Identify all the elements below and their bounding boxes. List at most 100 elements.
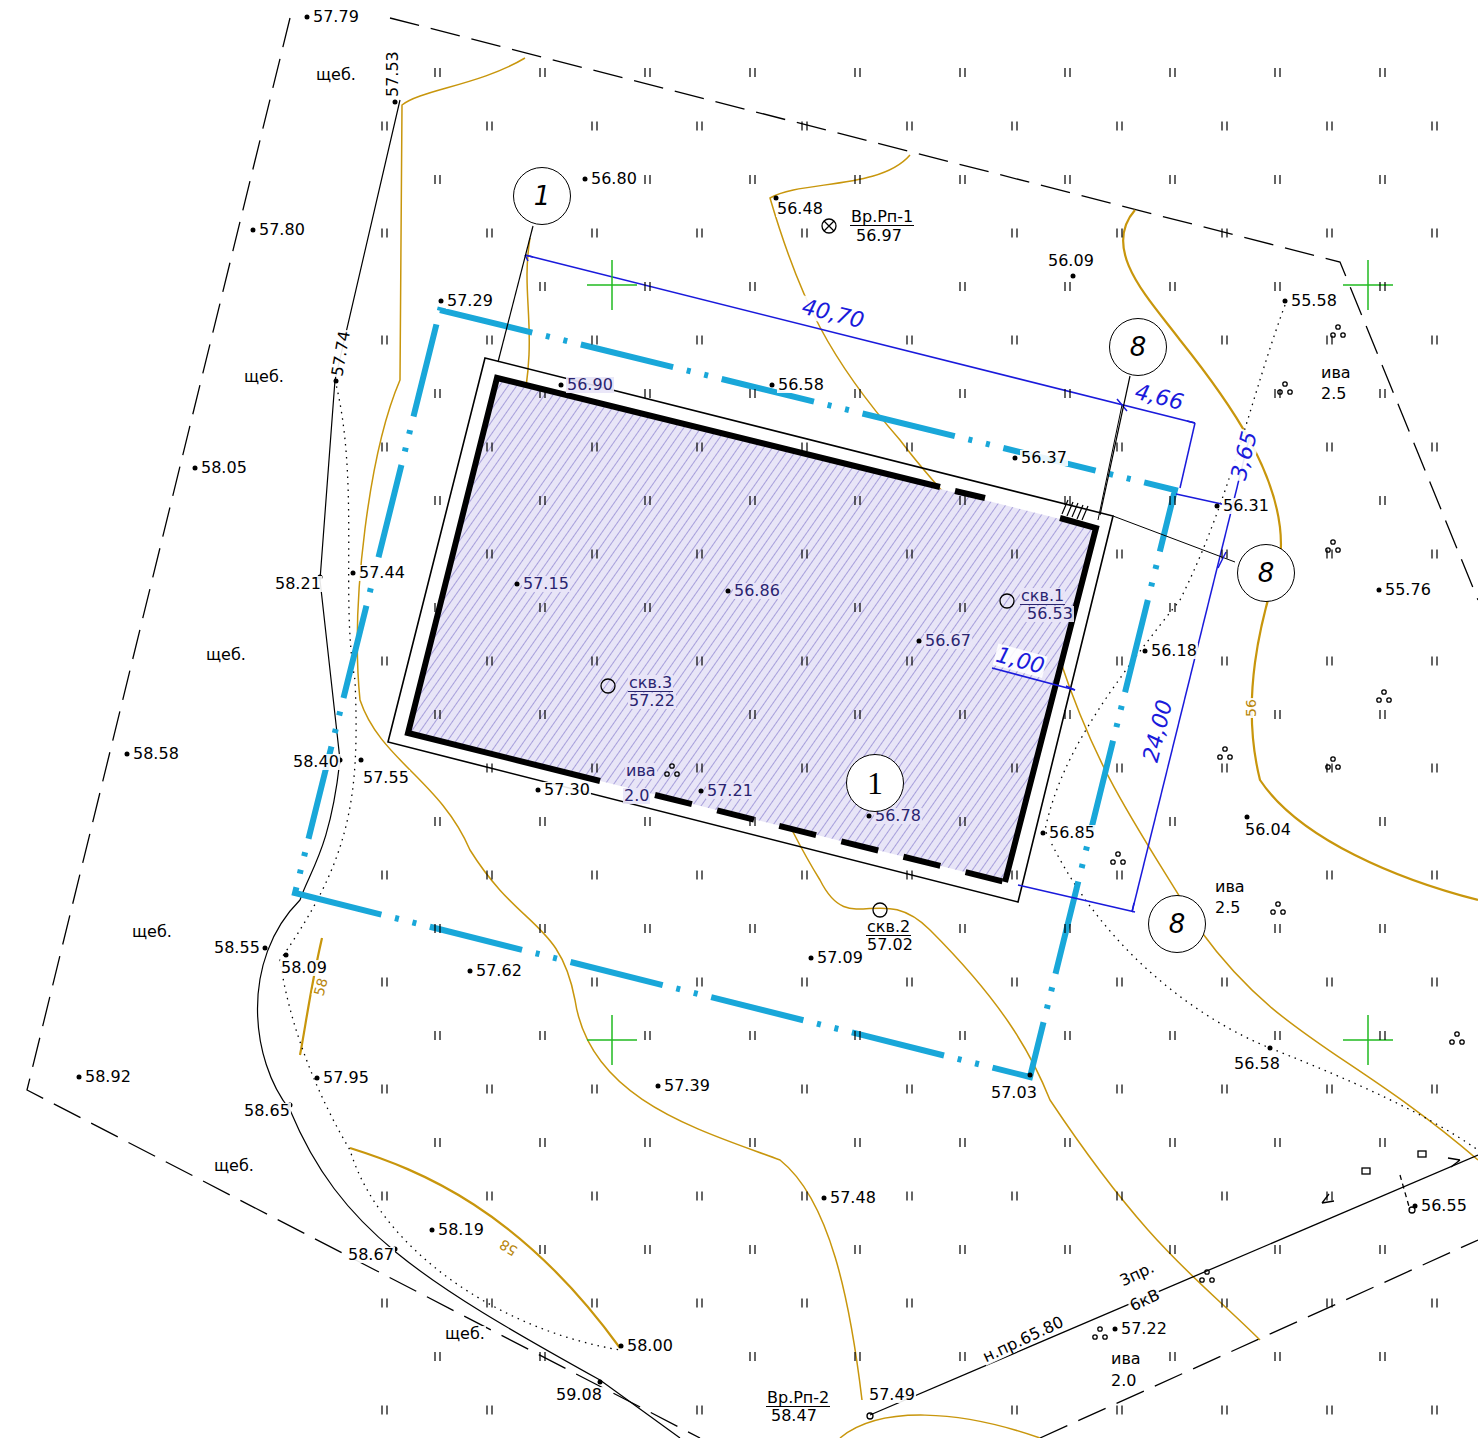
meadow-symbol [960,924,965,933]
meadow-symbol [1065,1245,1070,1254]
meadow-symbol [960,1138,965,1147]
meadow-symbol [1275,1031,1280,1040]
meadow-symbol [382,1085,387,1094]
map-label: ива [1214,879,1246,895]
meadow-symbol [1117,764,1122,773]
meadow-symbol [907,443,912,452]
meadow-symbol [1432,1085,1437,1094]
meadow-symbol [802,1299,807,1308]
survey-point [77,1075,82,1080]
willow-symbol [1288,390,1292,394]
meadow-symbol [1432,1406,1437,1415]
map-label: 57.30 [543,782,591,798]
map-label: 3пр. [1117,1259,1158,1290]
meadow-symbol [802,550,807,559]
map-label: 56 [1244,698,1258,718]
meadow-symbol [1380,389,1385,398]
meadow-symbol [750,1352,755,1361]
meadow-symbol [697,122,702,131]
survey-point [1377,588,1382,593]
meadow-symbol [855,175,860,184]
meadow-symbol [487,871,492,880]
survey-point [559,383,564,388]
meadow-symbol [645,817,650,826]
map-label: 59.08 [555,1387,603,1403]
map-label: скв.2 [866,919,911,936]
map-label: 57.95 [322,1070,370,1086]
map-label: 58.05 [200,460,248,476]
map-label: 58.67 [347,1247,395,1263]
meadow-symbol [1327,871,1332,880]
meadow-symbol [960,68,965,77]
survey-point [193,466,198,471]
map-label: 2.5 [1214,900,1241,916]
meadow-symbol [592,550,597,559]
meadow-symbol [1432,764,1437,773]
map-label: 56.58 [777,377,825,393]
meadow-symbol [1065,924,1070,933]
willow-symbol [1382,690,1386,694]
meadow-symbol [750,817,755,826]
survey-point [770,383,775,388]
willow-symbol [1103,1335,1107,1339]
meadow-symbol [382,1406,387,1415]
map-label: 57.22 [628,693,676,709]
map-label: 57.22 [1120,1321,1168,1337]
meadow-symbol [540,924,545,933]
willow-symbol [1377,698,1381,702]
meadow-symbol [1380,1031,1385,1040]
meadow-symbol [1065,710,1070,719]
map-label: 58 [496,1237,520,1259]
map-label: 58.21 [274,576,322,592]
meadow-symbol [1327,1406,1332,1415]
meadow-symbol [1117,978,1122,987]
survey-point [305,15,310,20]
meadow-symbol [697,229,702,238]
meadow-symbol [697,1299,702,1308]
map-label: ива [1110,1351,1142,1367]
meadow-symbol [487,1192,492,1201]
meadow-symbol [592,122,597,131]
meadow-symbol [855,496,860,505]
meadow-symbol [1275,710,1280,719]
meadow-symbol [540,496,545,505]
map-label: 58.65 [243,1103,291,1119]
meadow-symbol [592,871,597,880]
map-label: 56.80 [590,171,638,187]
willow-symbol [1271,910,1275,914]
dimension-label: 40,70 [799,296,867,333]
meadow-symbol [802,764,807,773]
meadow-symbol [1432,336,1437,345]
meadow-symbol [1222,1085,1227,1094]
meadow-symbol [592,657,597,666]
meadow-symbol [382,657,387,666]
map-label: 6кВ [1127,1286,1164,1314]
map-label: 56.86 [733,583,781,599]
meadow-symbol [1117,871,1122,880]
map-label: н.пр.65.80 [980,1314,1067,1366]
meadow-symbol [697,1406,702,1415]
meadow-symbol [1012,229,1017,238]
meadow-symbol [1117,550,1122,559]
survey-point [1413,1204,1418,1209]
willow-symbol [1283,382,1287,386]
meadow-symbol [1275,1245,1280,1254]
meadow-symbol [1327,336,1332,345]
survey-point [251,228,256,233]
meadow-symbol [1275,1352,1280,1361]
meadow-symbol [802,1085,807,1094]
meadow-symbol [1380,68,1385,77]
map-label: 58.40 [292,754,340,770]
willow-symbol [1455,1032,1459,1036]
meadow-symbol [382,978,387,987]
meadow-symbol [1275,282,1280,291]
meadow-symbol [1065,389,1070,398]
callout-circle: 8 [1109,318,1167,376]
meadow-symbol [697,443,702,452]
meadow-symbol [1065,282,1070,291]
map-label: 58.00 [626,1338,674,1354]
meadow-symbol [802,657,807,666]
meadow-symbol [855,389,860,398]
map-label: 56.48 [776,201,824,217]
meadow-symbol [1327,657,1332,666]
